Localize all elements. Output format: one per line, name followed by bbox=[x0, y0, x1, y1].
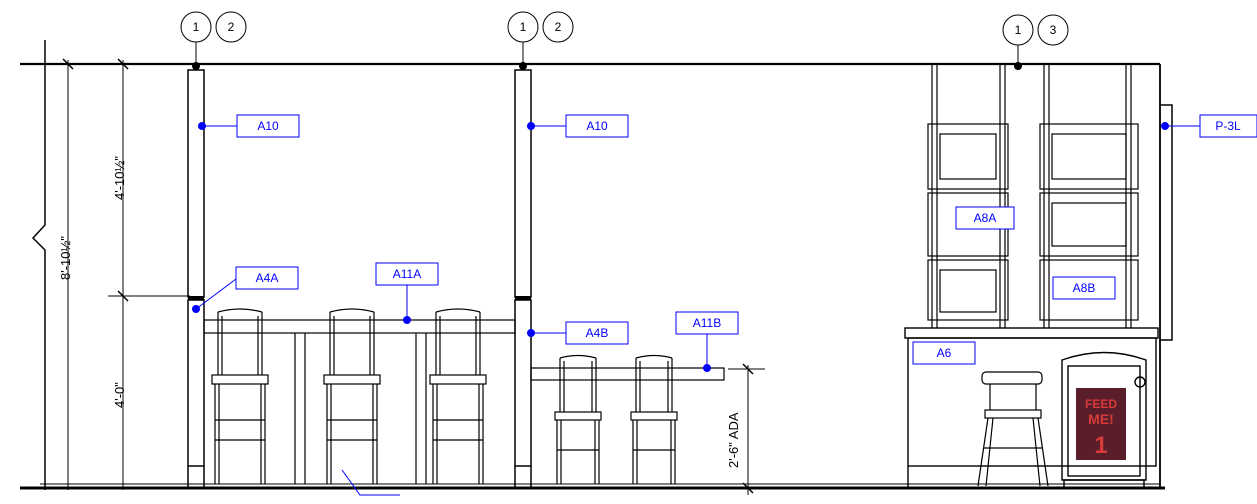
dimension-upper: 4'-10½" 4'-0" bbox=[108, 58, 190, 490]
bar-stool-2 bbox=[323, 308, 381, 484]
right-wall-panel bbox=[1160, 104, 1173, 341]
trash-receptacle bbox=[1061, 351, 1147, 489]
chair-2 bbox=[630, 354, 678, 484]
grid-point-3 bbox=[1014, 62, 1022, 70]
grid-bubble-1-a: 1 bbox=[193, 20, 200, 34]
bar-counter bbox=[203, 319, 516, 484]
grid-bubble-3-b: 3 bbox=[1050, 23, 1057, 37]
grid-bubble-3-a: 1 bbox=[1015, 23, 1022, 37]
grid-bubble-1: 1 2 bbox=[180, 11, 247, 66]
tag-a4b-label: A4B bbox=[586, 326, 609, 340]
poster-line-1: FEED bbox=[1085, 397, 1117, 411]
tag-a4a[interactable]: A4A bbox=[235, 266, 299, 290]
dimension-counter-label: 2'-6" ADA bbox=[726, 412, 741, 468]
tag-a4b[interactable]: A4B bbox=[565, 321, 629, 345]
tag-a11a-label: A11A bbox=[393, 267, 421, 281]
tag-a10-mid[interactable]: A10 bbox=[565, 114, 629, 138]
tag-a11a[interactable]: A11A bbox=[375, 262, 439, 286]
column-left bbox=[187, 62, 205, 488]
poster-line-2: ME! bbox=[1088, 411, 1114, 427]
grid-bubble-3: 1 3 bbox=[1002, 14, 1069, 66]
tag-a11b[interactable]: A11B bbox=[675, 311, 739, 335]
bar-stool-3 bbox=[429, 308, 487, 484]
dimension-overall-label: 8'-10½" bbox=[58, 236, 73, 280]
tag-a8a-label: A8A bbox=[974, 211, 997, 225]
poster-number: 1 bbox=[1094, 432, 1107, 459]
tag-a8b[interactable]: A8B bbox=[1052, 276, 1116, 300]
tag-p3l-label: P-3L bbox=[1215, 119, 1241, 133]
tag-a11b-label: A11B bbox=[693, 316, 721, 330]
feed-me-poster: FEED ME! 1 bbox=[1076, 388, 1126, 460]
tag-leaders bbox=[192, 122, 1200, 496]
grid-bubble-2-b: 2 bbox=[555, 20, 562, 34]
tag-a8a[interactable]: A8A bbox=[955, 206, 1015, 230]
tag-a10-mid-label: A10 bbox=[586, 119, 608, 133]
break-line bbox=[31, 40, 46, 490]
ada-counter bbox=[530, 367, 725, 381]
grid-bubble-2-a: 1 bbox=[520, 20, 527, 34]
high-chair bbox=[977, 371, 1049, 487]
dimension-lower-label: 4'-0" bbox=[112, 382, 127, 408]
tag-a10-left[interactable]: A10 bbox=[236, 114, 300, 138]
column-mid bbox=[514, 62, 532, 488]
tag-p3l[interactable]: P-3L bbox=[1199, 114, 1257, 138]
chair-1 bbox=[554, 354, 602, 484]
tag-a8b-label: A8B bbox=[1073, 281, 1096, 295]
grid-bubble-2: 1 2 bbox=[507, 11, 574, 66]
service-counter bbox=[904, 327, 1159, 488]
bar-stool-1 bbox=[211, 308, 269, 484]
dimension-overall: 8'-10½" bbox=[58, 58, 130, 490]
dimension-upper-label: 4'-10½" bbox=[112, 156, 127, 200]
tag-a10-left-label: A10 bbox=[257, 119, 279, 133]
tag-a4a-label: A4A bbox=[256, 271, 279, 285]
display-rack-left bbox=[927, 64, 1009, 328]
grid-bubble-1-b: 2 bbox=[228, 20, 235, 34]
dimension-counter: 2'-6" ADA bbox=[726, 363, 765, 495]
tag-a6-label: A6 bbox=[937, 346, 952, 360]
display-rack-right bbox=[1039, 64, 1139, 328]
tag-a6[interactable]: A6 bbox=[912, 341, 976, 365]
